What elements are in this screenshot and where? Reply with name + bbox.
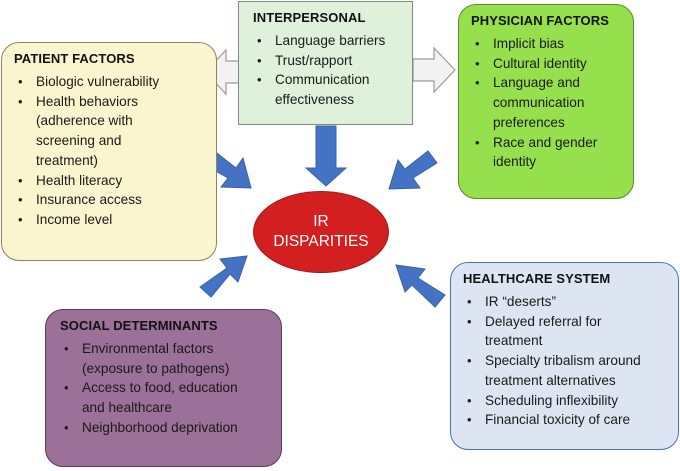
arrow-healthcare-to-center xyxy=(395,264,446,308)
list-item: Neighborhood deprivation xyxy=(64,418,271,438)
patient-factors-box: PATIENT FACTORS Biologic vulnerability H… xyxy=(1,42,217,261)
physician-factors-list: Implicit bias Cultural identity Language… xyxy=(471,34,623,172)
healthcare-system-box: HEALTHCARE SYSTEM IR “deserts” Delayed r… xyxy=(450,262,679,450)
arrow-interpersonal-to-center xyxy=(304,125,348,187)
social-determinants-box: SOCIAL DETERMINANTS Environmental factor… xyxy=(45,309,282,467)
list-item: Health behaviors(adherence withscreening… xyxy=(18,92,206,171)
list-item: IR “deserts” xyxy=(467,292,668,312)
healthcare-system-title: HEALTHCARE SYSTEM xyxy=(463,271,611,286)
list-item: Cultural identity xyxy=(475,54,623,74)
list-item: Language barriers xyxy=(257,31,402,51)
ir-disparities-ellipse: IR DISPARITIES xyxy=(253,191,389,273)
arrow-social-to-center xyxy=(199,255,248,298)
interpersonal-box: INTERPERSONAL Language barriers Trust/ra… xyxy=(238,1,413,125)
center-label-line2: DISPARITIES xyxy=(273,233,369,250)
center-label-line1: IR xyxy=(313,213,329,230)
physician-factors-title: PHYSICIAN FACTORS xyxy=(471,13,609,28)
physician-factors-box: PHYSICIAN FACTORS Implicit bias Cultural… xyxy=(458,4,634,199)
list-item: Insurance access xyxy=(18,190,206,210)
arrow-physician-to-center xyxy=(388,150,438,190)
social-determinants-list: Environmental factors(exposure to pathog… xyxy=(60,339,271,438)
double-arrow-right xyxy=(412,46,456,94)
interpersonal-title: INTERPERSONAL xyxy=(253,10,366,25)
list-item: Implicit bias xyxy=(475,34,623,54)
list-item: Trust/rapport xyxy=(257,51,402,71)
interpersonal-list: Language barriers Trust/rapport Communic… xyxy=(253,31,402,110)
list-item: Biologic vulnerability xyxy=(18,72,206,92)
social-determinants-title: SOCIAL DETERMINANTS xyxy=(60,318,218,333)
list-item: Health literacy xyxy=(18,171,206,191)
patient-factors-title: PATIENT FACTORS xyxy=(14,51,135,66)
healthcare-system-list: IR “deserts” Delayed referral fortreatme… xyxy=(463,292,668,430)
list-item: Scheduling inflexibility xyxy=(467,391,668,411)
list-item: Environmental factors(exposure to pathog… xyxy=(64,339,271,378)
list-item: Financial toxicity of care xyxy=(467,410,668,430)
list-item: Income level xyxy=(18,210,206,230)
patient-factors-list: Biologic vulnerability Health behaviors(… xyxy=(14,72,206,230)
